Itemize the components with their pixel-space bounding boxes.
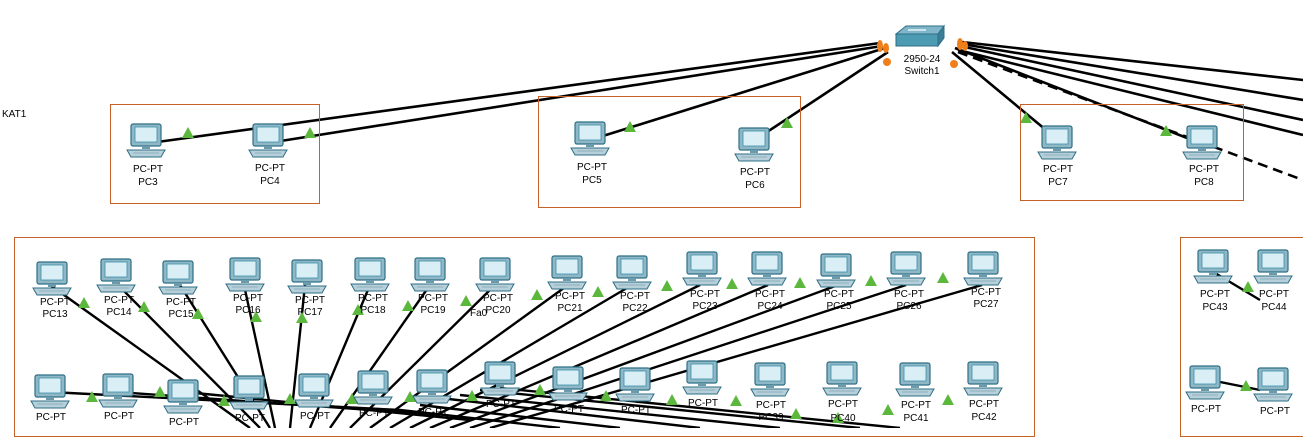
pc-type-label: PC-PT	[690, 289, 720, 300]
pc-type-label: PC-PT	[824, 289, 854, 300]
pc-type-label: PC-PT	[688, 398, 718, 409]
switch-name[interactable]: Switch1	[904, 66, 940, 77]
area-box-3	[1020, 104, 1244, 201]
pc-type-label: PC-PT	[1189, 164, 1219, 175]
pc-type-label: PC-PT	[235, 413, 265, 424]
pc-name-label[interactable]: PC23	[692, 301, 718, 312]
pc-type-label: PC-PT	[621, 405, 651, 416]
pc-name-label[interactable]: PC27	[973, 299, 999, 310]
pc-name-label: PC5	[582, 175, 602, 186]
pc-type-label: PC-PT	[166, 297, 196, 308]
pc-name-label[interactable]: PC14	[106, 307, 132, 318]
pc-type-label: PC-PT	[104, 411, 134, 422]
pc-type-label: PC-PT	[740, 167, 770, 178]
pc-name-label[interactable]: PC20	[485, 305, 511, 316]
pc-type-label: PC-PT	[359, 408, 389, 419]
pc-type-label: PC-PT	[133, 164, 163, 175]
pc-type-label: PC-PT	[894, 289, 924, 300]
pc-name-label[interactable]: PC42	[971, 412, 997, 423]
pc-type-label: PC-PT	[1259, 289, 1289, 300]
pc-name-label[interactable]: PC41	[903, 413, 929, 424]
pc-name-label: PC7	[1048, 177, 1068, 188]
pc-type-label: PC-PT	[969, 399, 999, 410]
pc-name-label[interactable]: PC26	[896, 301, 922, 312]
pc-type-label: PC-PT	[40, 297, 70, 308]
pc-type-label: PC-PT	[555, 291, 585, 302]
pc-type-label: PC-PT	[486, 399, 516, 410]
network-topology-canvas	[30, 24, 1303, 428]
pc-type-label: PC-PT	[300, 411, 330, 422]
pc-type-label: PC-PT	[418, 407, 448, 418]
pc-name-label[interactable]: PC17	[297, 307, 323, 318]
pc-type-label: PC-PT	[295, 295, 325, 306]
pc-name-label[interactable]: PC44	[1261, 302, 1287, 313]
pc-type-label: PC-PT	[36, 412, 66, 423]
pc-type-label: PC-PT	[418, 293, 448, 304]
pc-name-label[interactable]: PC25	[826, 301, 852, 312]
pc-type-label: PC-PT	[901, 400, 931, 411]
pc-name-label[interactable]: PC19	[420, 305, 446, 316]
area-box-4	[14, 237, 1035, 437]
pc-name-label: PC6	[745, 180, 765, 191]
pc-type-label: PC-PT	[1191, 404, 1221, 415]
pc-type-label: PC-PT	[1043, 164, 1073, 175]
pc-type-label: PC-PT	[169, 417, 199, 428]
pc-name-label[interactable]: PC24	[757, 301, 783, 312]
pc-type-label: PC-PT	[255, 163, 285, 174]
pc-type-label: PC-PT	[755, 289, 785, 300]
pc-type-label: PC-PT	[828, 399, 858, 410]
pc-type-label: PC-PT	[358, 293, 388, 304]
pc-name-label[interactable]: PC43	[1202, 302, 1228, 313]
pc-name-label[interactable]: PC16	[235, 305, 261, 316]
pc-name-label[interactable]: PC22	[622, 303, 648, 314]
pc-type-label: PC-PT	[577, 162, 607, 173]
pc-type-label: PC-PT	[483, 293, 513, 304]
port-label: Fa0	[470, 308, 488, 319]
pc-name-label: PC8	[1194, 177, 1214, 188]
pc-name-label[interactable]: PC39	[758, 412, 784, 423]
switch-model: 2950-24	[903, 54, 941, 65]
pc-name-label[interactable]: PC15	[168, 309, 194, 320]
pc-type-label: PC-PT	[620, 291, 650, 302]
pc-type-label: PC-PT	[971, 287, 1001, 298]
pc-name-label[interactable]: PC13	[42, 309, 68, 320]
pc-type-label: PC-PT	[554, 404, 584, 415]
area-label: KAT1	[2, 109, 27, 120]
pc-name-label: PC3	[138, 177, 158, 188]
area-box-2	[538, 96, 801, 208]
pc-type-label: PC-PT	[104, 295, 134, 306]
pc-type-label: PC-PT	[233, 293, 263, 304]
pc-type-label: PC-PT	[756, 400, 786, 411]
pc-name-label[interactable]: PC21	[557, 303, 583, 314]
switch-icon	[894, 24, 945, 48]
port-markers	[877, 38, 968, 68]
pc-name-label[interactable]: PC18	[360, 305, 386, 316]
area-box-1	[110, 104, 320, 204]
pc-type-label: PC-PT	[1260, 406, 1290, 417]
pc-name-label[interactable]: PC40	[830, 413, 856, 424]
pc-name-label: PC4	[260, 176, 280, 187]
pc-type-label: PC-PT	[1200, 289, 1230, 300]
